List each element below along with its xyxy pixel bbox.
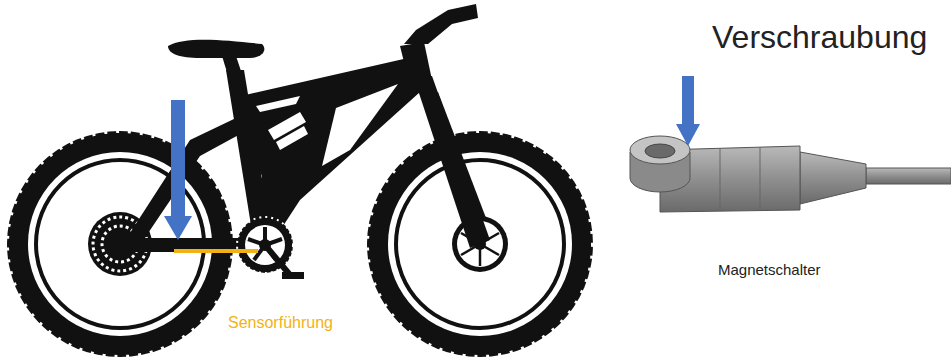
part-label: Sensorführung — [228, 314, 333, 332]
chainring — [237, 217, 304, 279]
bike-frame — [112, 4, 490, 254]
magnet-switch — [630, 136, 951, 212]
sensor-routing-line — [174, 249, 258, 253]
blue-arrow — [676, 76, 700, 146]
part-label: Magnetschalter — [718, 262, 821, 279]
callout-label: Verschraubung — [712, 20, 927, 55]
frame-cutouts — [256, 84, 398, 166]
blue-arrow — [164, 100, 192, 240]
